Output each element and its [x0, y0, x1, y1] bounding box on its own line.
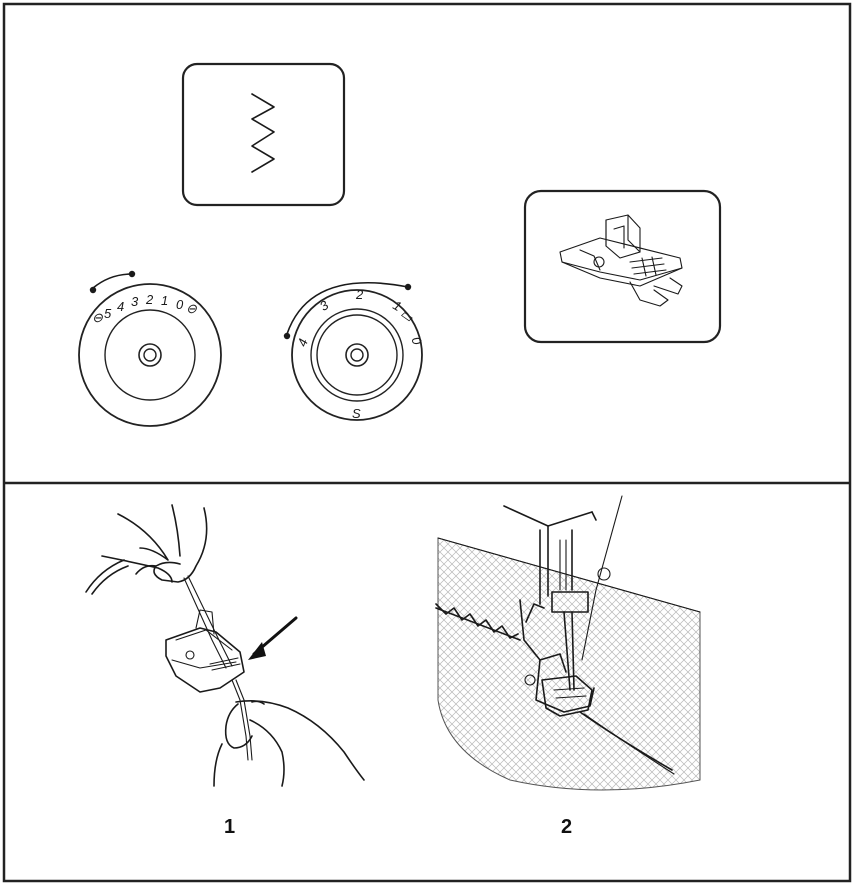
width-label: 3 [131, 294, 139, 309]
length-label: 2 [355, 287, 364, 302]
width-symbol-left: ⊖ [92, 310, 103, 325]
step-2-illustration [435, 495, 701, 791]
length-arc-end-dot [404, 283, 412, 291]
zigzag-stitching [435, 603, 519, 639]
width-arc-end-dot [128, 270, 136, 278]
bottom-panel: 1 2 [85, 495, 701, 838]
presser-foot-box [523, 189, 722, 344]
width-label: 4 [117, 299, 124, 314]
length-selection-arc [286, 281, 409, 335]
fabric [437, 537, 701, 791]
stitch-length-dial[interactable]: 4 3 2 1 ▭ 0 S [283, 281, 425, 421]
width-selection-arc [92, 273, 133, 289]
width-label: 1 [161, 293, 168, 308]
width-symbol-right: ⊖ [186, 301, 197, 316]
length-label: 4 [294, 337, 311, 349]
width-label: 2 [145, 292, 154, 307]
width-label: 5 [104, 306, 112, 321]
length-label: S [352, 406, 361, 421]
arrow-head-icon [248, 642, 266, 660]
length-arc-start-dot [283, 332, 291, 340]
top-panel: ⊖ 5 4 3 2 1 0 ⊖ 4 3 [78, 62, 722, 427]
stitch-width-dial[interactable]: ⊖ 5 4 3 2 1 0 ⊖ [78, 270, 222, 427]
width-label: 0 [176, 297, 184, 312]
width-scale: ⊖ 5 4 3 2 1 0 ⊖ [92, 292, 197, 325]
step-1-illustration [85, 504, 365, 787]
step-number: 2 [561, 816, 572, 838]
cording-foot-icon [559, 214, 683, 307]
width-arc-start-dot [89, 286, 97, 294]
stitch-pattern-box [181, 62, 346, 207]
step-number: 1 [224, 816, 235, 838]
zigzag-stitch-icon [251, 93, 275, 173]
